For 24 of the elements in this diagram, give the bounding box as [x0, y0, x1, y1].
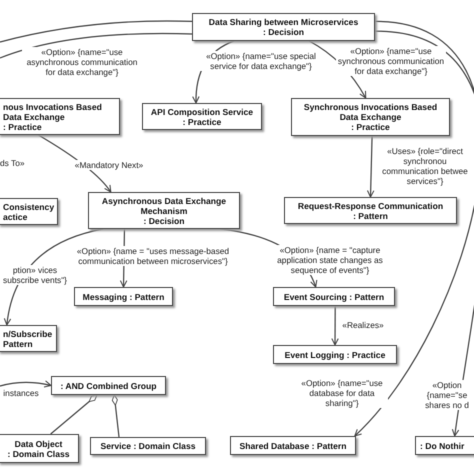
arrow	[366, 136, 374, 198]
aggregation-line	[50, 394, 98, 434]
pattern-box: n/Subscribe Pattern	[0, 325, 57, 352]
practice-box: nous Invocations Based Data Exchange : Practice	[0, 98, 120, 135]
practice-box: API Composition Service : Practice	[142, 103, 262, 130]
group-box: : AND Combined Group	[51, 376, 166, 395]
class-box: Service : Domain Class	[90, 437, 206, 455]
edge-label: «Option» {name="use synchronous communication for data exchange"}	[336, 46, 446, 76]
decision-box: Asynchronous Data Exchange Mechanism : Decision	[88, 192, 240, 229]
option-box: : Do Nothir	[415, 436, 474, 455]
decision-box: Data Sharing between Microservices : Decision	[192, 13, 375, 41]
pattern-box: Shared Database : Pattern	[230, 436, 356, 455]
pattern-box: Request-Response Communication : Pattern	[284, 197, 457, 224]
practice-box: Consistency actice	[0, 198, 58, 225]
pattern-box: Messaging : Pattern	[74, 287, 173, 306]
practice-box: Synchronous Invocations Based Data Exchange : Practice	[291, 98, 450, 136]
class-box: Data Object : Domain Class	[0, 434, 79, 463]
arrow	[331, 306, 339, 346]
arrow	[354, 20, 474, 437]
arrow	[0, 380, 52, 388]
pattern-box: Event Sourcing : Pattern	[273, 287, 395, 306]
aggregation-line	[112, 394, 120, 438]
edge-label: ption» vices subscribe vents"}	[0, 265, 70, 285]
practice-box: Event Logging : Practice	[273, 345, 397, 364]
